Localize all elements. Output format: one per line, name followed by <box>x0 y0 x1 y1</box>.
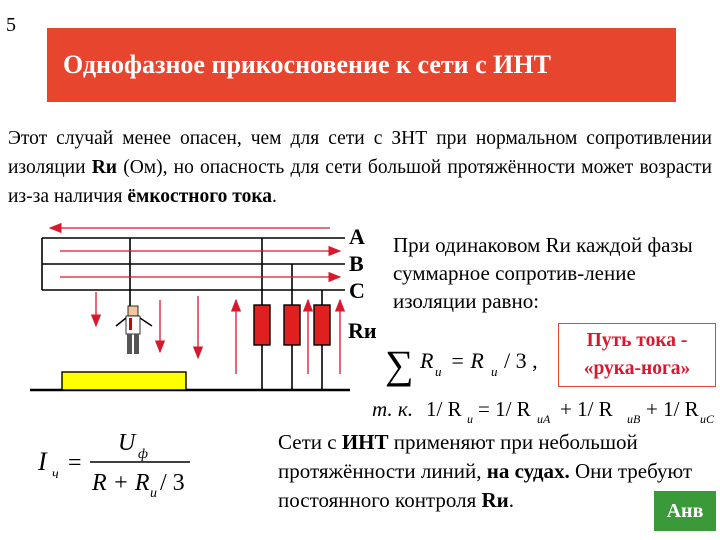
svg-text:и: и <box>150 486 157 501</box>
intro-text-1: Этот случай менее опасен, чем для сети с… <box>8 128 712 178</box>
slide-title: Однофазное прикосновение к сети с ИНТ <box>63 50 551 79</box>
insulating-floor <box>61 371 187 391</box>
svg-text:и: и <box>491 364 498 379</box>
svg-text:и: и <box>467 412 473 426</box>
anv-badge[interactable]: Анв <box>654 491 716 531</box>
sum-lhs: R <box>419 348 434 373</box>
svg-text:иВ: иВ <box>627 412 641 426</box>
bottom-int: ИНТ <box>341 430 389 454</box>
insulation-resistor-a <box>253 304 271 346</box>
intro-text-2: (Ом), но опасность для сети большой прот… <box>8 157 712 207</box>
svg-text:=: = <box>68 450 82 476</box>
svg-text:иС: иС <box>700 412 715 426</box>
svg-text:иА: иА <box>537 412 551 426</box>
person-figure <box>115 305 153 354</box>
phase-label-b: B <box>349 251 364 276</box>
svg-text:и: и <box>435 364 442 379</box>
resistor-label: Rи <box>348 318 377 343</box>
intro-text-3: . <box>272 186 277 207</box>
svg-text:+ 1/ R: + 1/ R <box>560 397 613 421</box>
right-explanation: При одинаковом Rи каждой фазы суммарное … <box>393 233 693 313</box>
svg-text:= 1/ R: = 1/ R <box>478 397 531 421</box>
current-path-line2: «рука-нога» <box>583 358 691 379</box>
insulation-resistor-b <box>283 304 301 346</box>
svg-text:R + R: R + R <box>91 470 150 496</box>
intro-emphasis: ёмкостного тока <box>127 186 273 207</box>
svg-text:U: U <box>118 430 137 456</box>
svg-text:/ 3: / 3 <box>160 470 185 496</box>
sum-symbol: ∑ <box>385 342 414 387</box>
current-path-box: Путь тока - «рука-нога» <box>558 323 716 387</box>
bottom-ships: на судах. <box>486 459 570 483</box>
svg-text:ч: ч <box>52 467 59 482</box>
insulation-resistor-c <box>313 304 331 346</box>
bottom-r-symbol: Rи <box>481 488 509 512</box>
phase-label-a: A <box>349 224 365 249</box>
svg-text:1/ R: 1/ R <box>426 397 462 421</box>
svg-text:ф: ф <box>138 447 148 462</box>
tk-prefix: т. к. <box>372 397 413 421</box>
title-banner: Однофазное прикосновение к сети с ИНТ <box>47 28 676 102</box>
phase-label-c: C <box>349 278 365 303</box>
intro-paragraph: Этот случай менее опасен, чем для сети с… <box>8 124 712 211</box>
svg-text:= R: = R <box>450 348 484 373</box>
ich-lhs: I <box>37 447 48 476</box>
current-path-line1: Путь тока - <box>586 330 688 351</box>
intro-r-symbol: Rи <box>91 157 118 178</box>
slide-number: 5 <box>6 14 16 36</box>
bottom-paragraph: Сети с ИНТ применяют при небольшой протя… <box>278 430 693 512</box>
svg-text:+ 1/ R: + 1/ R <box>646 397 699 421</box>
svg-text:/ 3 ,: / 3 , <box>504 348 538 373</box>
